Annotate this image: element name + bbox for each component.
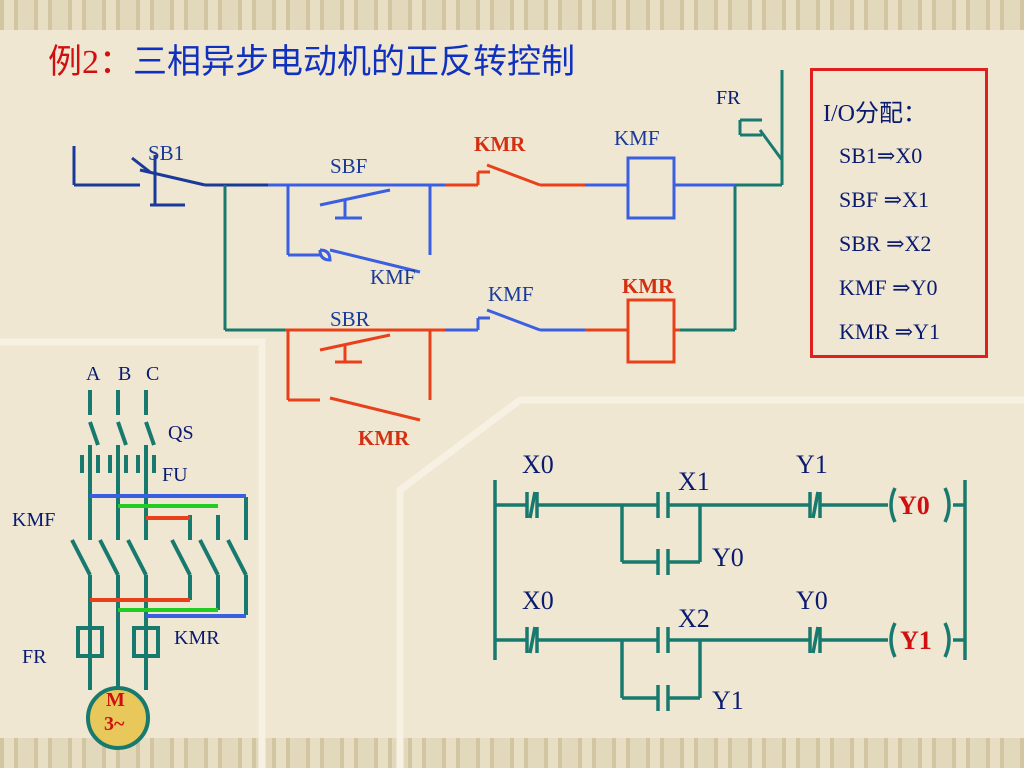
label-kmr-main: KMR bbox=[174, 627, 220, 649]
ladder-r2-branch-y1: Y1 bbox=[712, 686, 744, 715]
label-fu: FU bbox=[162, 464, 188, 486]
label-qs: QS bbox=[168, 422, 194, 444]
label-kmr-hold: KMR bbox=[358, 426, 410, 450]
right-panel-frame bbox=[396, 396, 1024, 768]
ladder-r1-x1: X1 bbox=[678, 467, 710, 496]
ladder-r1-x0: X0 bbox=[522, 450, 554, 479]
page-title: 例2：三相异步电动机的正反转控制 bbox=[48, 46, 575, 80]
io-item: KMR ⇒Y1 bbox=[839, 319, 940, 344]
label-phase-a: A bbox=[86, 363, 101, 385]
ladder-r1-y1: Y1 bbox=[796, 450, 828, 479]
motor-label-phase: 3~ bbox=[104, 713, 125, 735]
ladder-r2-y0: Y0 bbox=[796, 586, 828, 615]
io-item: SBF ⇒X1 bbox=[839, 187, 929, 212]
label-kmf-interlock: KMF bbox=[488, 282, 534, 306]
bottom-border bbox=[0, 738, 1024, 768]
label-kmf-main: KMF bbox=[12, 509, 56, 531]
main-circuit bbox=[70, 390, 248, 750]
ladder-r1-coil-y0: Y0 bbox=[898, 491, 930, 520]
top-border bbox=[0, 0, 1024, 30]
label-kmr-coil: KMR bbox=[622, 274, 674, 298]
label-kmr-contact: KMR bbox=[474, 132, 526, 156]
ladder-r2-x2: X2 bbox=[678, 604, 710, 633]
label-sbr: SBR bbox=[330, 307, 370, 331]
label-phase-b: B bbox=[118, 363, 132, 385]
motor-label-m: M bbox=[106, 689, 125, 711]
io-item: SBR ⇒X2 bbox=[839, 231, 932, 256]
label-fr-control: FR bbox=[716, 87, 741, 109]
io-assignment-box: I/O分配： SB1⇒X0 SBF ⇒X1 SBR ⇒X2 KMF ⇒Y0 KM… bbox=[810, 68, 988, 358]
io-title: I/O分配： bbox=[823, 101, 927, 127]
label-fr-main: FR bbox=[22, 646, 47, 668]
ladder-r2-coil-y1: Y1 bbox=[900, 626, 932, 655]
title-prefix: 例2： bbox=[48, 44, 133, 81]
label-kmf-coil: KMF bbox=[614, 126, 660, 150]
label-sbf: SBF bbox=[330, 154, 368, 178]
label-phase-c: C bbox=[146, 363, 160, 385]
control-circuit bbox=[72, 70, 784, 422]
io-item: KMF ⇒Y0 bbox=[839, 275, 938, 300]
label-kmf-hold: KMF bbox=[370, 265, 416, 289]
left-panel-frame bbox=[0, 338, 266, 768]
ladder-r2-x0: X0 bbox=[522, 586, 554, 615]
io-item: SB1⇒X0 bbox=[839, 143, 923, 168]
label-sb1: SB1 bbox=[148, 141, 185, 165]
title-text: 三相异步电动机的正反转控制 bbox=[133, 44, 575, 81]
ladder-r1-branch-y0: Y0 bbox=[712, 543, 744, 572]
ladder-diagram bbox=[493, 480, 967, 711]
